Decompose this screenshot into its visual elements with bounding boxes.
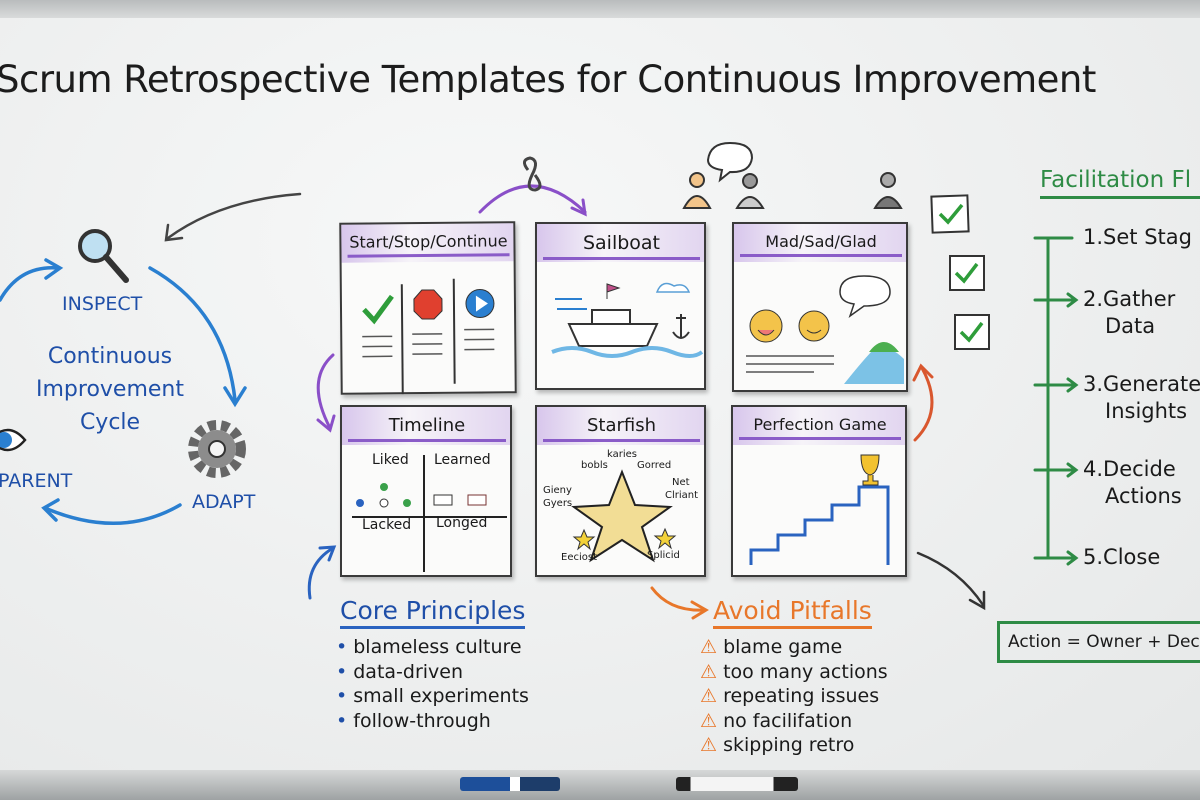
flow-step-5: 5.Close xyxy=(1083,545,1161,569)
cloud-icon xyxy=(655,282,691,293)
dark-arrow xyxy=(916,551,985,607)
whiteboard xyxy=(0,18,1200,770)
starfish-label: Clriant xyxy=(665,490,699,501)
cycle-arrow-left xyxy=(0,266,60,302)
pitfalls-title: Avoid Pitfalls xyxy=(713,596,872,629)
board-frame xyxy=(0,0,1200,18)
card-title: Timeline xyxy=(348,415,506,442)
principle-item: • data-driven xyxy=(336,660,464,683)
starfish-label: Net xyxy=(672,477,690,488)
principle-item: • small experiments xyxy=(336,685,529,707)
anchor-icon xyxy=(672,314,690,339)
pitfall-item: ⚠ too many actions xyxy=(700,660,888,683)
warning-icon: ⚠ xyxy=(700,660,724,683)
principle-item: • blameless culture xyxy=(336,636,522,658)
return-arrow xyxy=(166,192,302,240)
card-title: Starfish xyxy=(543,415,700,442)
red-arrow xyxy=(913,366,934,442)
starfish-label: karies xyxy=(607,449,637,460)
starfish-label: Eeciost xyxy=(561,552,597,563)
starfish-label: Gorred xyxy=(637,460,672,471)
orange-arrow xyxy=(650,586,707,612)
card-sailboat: Sailboat xyxy=(535,222,706,390)
smiley-icon xyxy=(749,309,783,343)
card-title: Start/Stop/Continue xyxy=(347,231,510,258)
longed-label: Longed xyxy=(436,515,488,531)
cycle-line-1: Continuous xyxy=(47,344,173,369)
starfish-label: bobls xyxy=(581,460,608,471)
eye-icon xyxy=(0,428,27,452)
start-stop-continue-drawing xyxy=(362,278,495,395)
trophy-icon xyxy=(860,454,880,486)
card-mad-sad-glad: Mad/Sad/Glad xyxy=(732,222,908,392)
purple-arrow-left xyxy=(316,353,335,430)
cycle-arrow-bottom xyxy=(43,503,182,526)
card-timeline: Timeline Liked Learned Lacked Longed xyxy=(340,405,512,577)
card-start-stop-continue: Start/Stop/Continue xyxy=(339,221,517,395)
learned-label: Learned xyxy=(434,452,491,468)
page-title: Scrum Retrospective Templates for Contin… xyxy=(0,58,1096,101)
principle-item: • follow-through xyxy=(336,709,491,732)
card-starfish: Starfish karies bobls Gorred Gieny Gyers… xyxy=(535,405,706,577)
smiley-icon xyxy=(798,310,830,342)
warning-icon: ⚠ xyxy=(700,709,724,732)
cycle-line-2: Improvement xyxy=(36,377,184,402)
magnifier-icon xyxy=(78,229,129,283)
warning-icon: ⚠ xyxy=(700,636,724,658)
stop-icon xyxy=(413,289,443,320)
infinity-icon xyxy=(523,156,542,192)
purple-arrow-top xyxy=(478,184,587,214)
core-principles-title: Core Principles xyxy=(340,596,526,629)
blue-marker xyxy=(460,777,560,791)
cycle-center-label: Continuous Improvement Cycle xyxy=(20,340,200,439)
starfish-label: Gyers xyxy=(543,498,573,509)
cycle-line-3: Cycle xyxy=(79,410,141,435)
facilitation-title: Facilitation Fl xyxy=(1040,167,1200,199)
gear-icon xyxy=(188,420,246,478)
staircase-drawing xyxy=(749,454,890,565)
timeline-drawing xyxy=(352,455,507,572)
pitfalls-list: ⚠ blame game ⚠ too many actions ⚠ repeat… xyxy=(700,635,888,758)
pitfall-item: ⚠ repeating issues xyxy=(700,685,880,707)
warning-icon: ⚠ xyxy=(700,734,724,756)
starfish-label: Splicid xyxy=(647,550,680,561)
lacked-label: Lacked xyxy=(362,517,412,533)
star-icon xyxy=(571,469,673,563)
cycle-arrow-right xyxy=(148,266,237,402)
pitfall-item: ⚠ skipping retro xyxy=(700,734,855,756)
core-principles-list: • blameless culture • data-driven • smal… xyxy=(336,635,529,733)
sailboat-drawing xyxy=(551,282,704,358)
pitfall-item: ⚠ no facilifation xyxy=(700,709,853,732)
starfish-drawing xyxy=(571,469,677,563)
check-icon xyxy=(362,294,394,325)
action-formula-box: Action = Owner + Dec xyxy=(997,621,1200,663)
blue-arrow-core xyxy=(307,546,335,600)
flow-step-1: 1.Set Stag xyxy=(1083,225,1192,249)
card-title: Mad/Sad/Glad xyxy=(740,232,902,257)
marker-tray xyxy=(0,770,1200,800)
pitfall-item: ⚠ blame game xyxy=(700,636,843,658)
transparent-label: PARENT xyxy=(0,470,73,492)
warning-icon: ⚠ xyxy=(700,685,724,707)
checkbox-icons xyxy=(930,194,990,350)
people-icons xyxy=(523,141,903,209)
liked-label: Liked xyxy=(372,452,409,468)
card-title: Sailboat xyxy=(543,232,700,260)
card-perfection-game: Perfection Game xyxy=(731,405,907,577)
card-title: Perfection Game xyxy=(739,415,901,440)
starfish-label: Gieny xyxy=(543,485,572,496)
speech-bubble-icon xyxy=(839,275,891,318)
inspect-label: INSPECT xyxy=(62,293,143,315)
adapt-label: ADAPT xyxy=(192,491,256,513)
black-marker xyxy=(676,777,798,791)
mad-sad-glad-drawing xyxy=(746,275,904,384)
